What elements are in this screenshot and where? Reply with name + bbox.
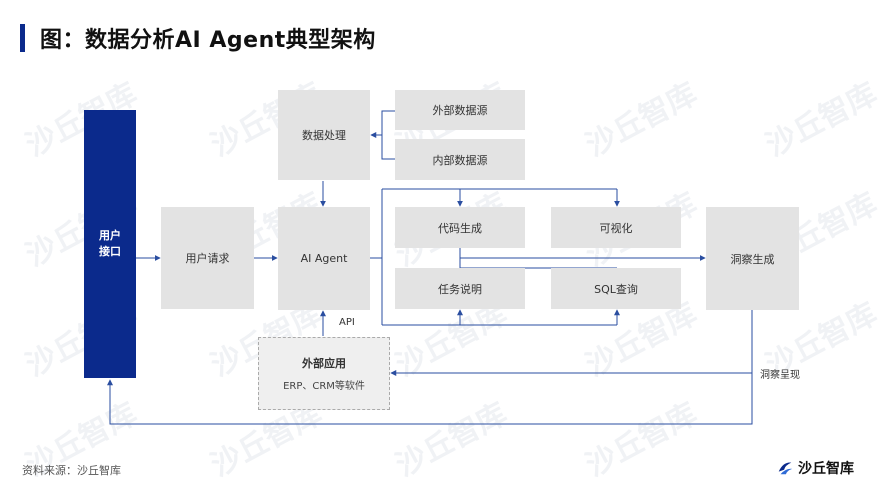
brand-logo-icon (778, 462, 793, 475)
node-data-processing-label: 数据处理 (302, 129, 346, 142)
node-user-interface-label: 用户 接口 (99, 229, 121, 258)
node-user-request-label: 用户请求 (185, 252, 230, 265)
node-user-request: 用户请求 (161, 207, 254, 309)
node-internal-source: 内部数据源 (395, 139, 525, 180)
node-external-app-label: 外部应用 (302, 357, 346, 370)
node-visualization-label: 可视化 (599, 221, 633, 235)
node-code-gen-label: 代码生成 (438, 221, 482, 235)
node-user-interface: 用户 接口 (84, 110, 136, 378)
page-title: 图：数据分析AI Agent典型架构 (40, 28, 376, 53)
node-sql-query-label: SQL查询 (594, 282, 638, 296)
source-note: 资料来源：沙丘智库 (22, 464, 121, 477)
node-sql-query: SQL查询 (551, 268, 681, 309)
node-insight-gen: 洞察生成 (706, 207, 799, 310)
node-ai-agent: AI Agent (278, 207, 370, 310)
node-internal-source-label: 内部数据源 (432, 153, 488, 167)
edge-sources-to-processing (381, 110, 395, 160)
edge-label-api: API (339, 317, 355, 328)
edge-insight-to-ui (107, 373, 753, 425)
node-ai-agent-label: AI Agent (300, 252, 348, 265)
node-visualization: 可视化 (551, 207, 681, 248)
node-external-app: 外部应用 ERP、CRM等软件 (258, 337, 390, 410)
edge-insight-to-app (390, 310, 753, 376)
node-external-app-sublabel: ERP、CRM等软件 (283, 381, 365, 392)
brand-logo: 沙丘智库 (776, 458, 854, 478)
node-task-desc-label: 任务说明 (438, 282, 482, 296)
node-external-source: 外部数据源 (395, 90, 525, 130)
node-external-source-label: 外部数据源 (432, 104, 488, 117)
brand-logo-text: 沙丘智库 (798, 461, 854, 477)
node-task-desc: 任务说明 (395, 268, 525, 309)
node-data-processing: 数据处理 (278, 90, 370, 180)
node-insight-gen-label: 洞察生成 (730, 252, 775, 266)
node-code-gen: 代码生成 (395, 207, 525, 248)
edge-label-insight-present: 洞察呈现 (760, 370, 800, 381)
title-accent-bar (20, 24, 25, 52)
